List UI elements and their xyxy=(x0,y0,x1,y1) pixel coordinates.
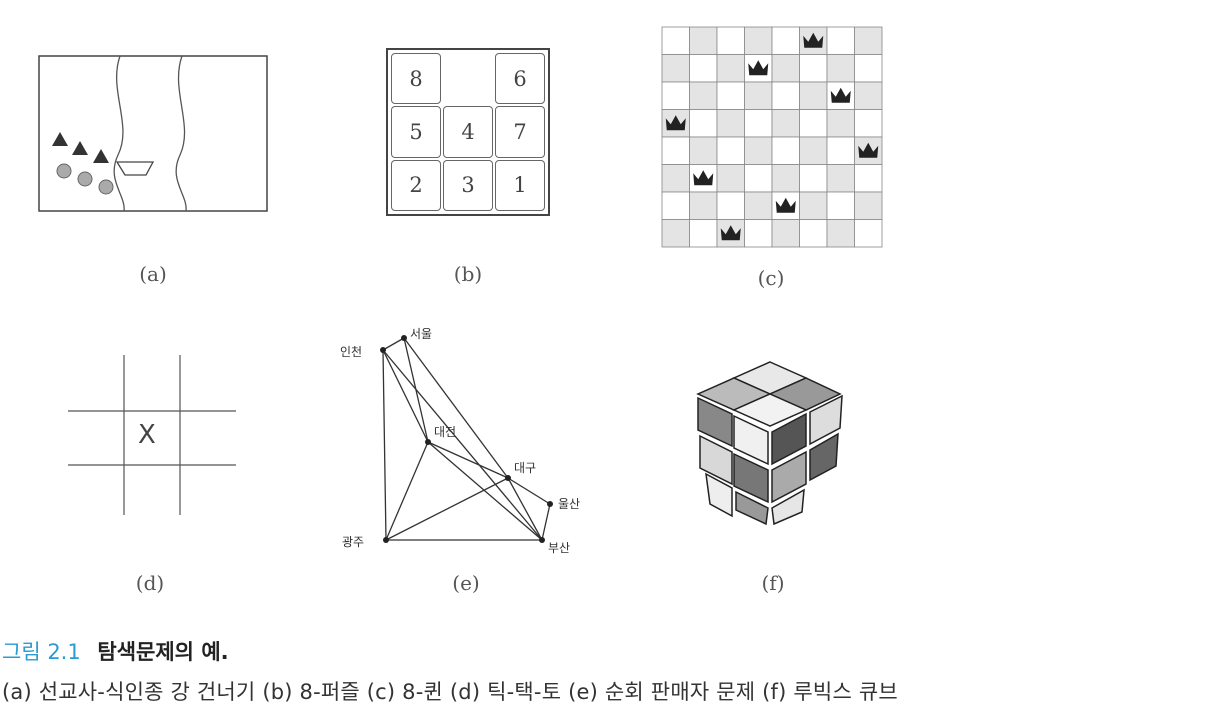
city-node xyxy=(539,537,545,543)
subfigure-label-a: (a) xyxy=(139,262,167,286)
subfigure-label-d: (d) xyxy=(135,571,165,595)
puzzle-tile: 8 xyxy=(391,53,441,105)
city-node xyxy=(380,347,386,353)
queen-icon xyxy=(748,60,769,76)
puzzle-tile: 5 xyxy=(391,106,441,158)
cannibal-icon xyxy=(56,163,72,179)
missionary-icon xyxy=(93,149,109,163)
subfigure-label-f: (f) xyxy=(761,571,785,595)
city-label-gwangju: 광주 xyxy=(342,535,364,549)
subfigure-label-b: (b) xyxy=(453,262,483,286)
cannibal-icon xyxy=(77,171,93,187)
rubiks-cube-image xyxy=(696,361,843,526)
tic-tac-toe-grid xyxy=(68,355,236,515)
puzzle-blank xyxy=(443,53,493,104)
city-label-ulsan: 울산 xyxy=(558,497,580,511)
river-crossing-figure xyxy=(38,55,268,212)
city-node xyxy=(383,537,389,543)
eight-queens-board xyxy=(661,26,883,248)
figure-caption-title: 그림 2.1 탐색문제의 예. xyxy=(2,636,229,666)
city-label-daegu: 대구 xyxy=(514,461,536,475)
puzzle-tile: 6 xyxy=(495,53,545,105)
city-label-seoul: 서울 xyxy=(410,327,432,341)
city-label-daejeon: 대전 xyxy=(434,425,456,439)
missionary-icon xyxy=(52,132,68,146)
subfigure-label-e: (e) xyxy=(452,571,480,595)
subfigure-label-c: (c) xyxy=(757,266,785,290)
city-node xyxy=(547,501,553,507)
city-label-busan: 부산 xyxy=(548,541,570,555)
figure-number: 그림 2.1 xyxy=(2,640,81,664)
queen-icon xyxy=(803,32,824,48)
queen-icon xyxy=(775,197,796,213)
tsp-graph: 인천 서울 대전 대구 울산 부산 광주 xyxy=(340,327,580,555)
queen-icon xyxy=(693,170,714,186)
queen-icon xyxy=(830,87,851,103)
figure-caption-description: (a) 선교사-식인종 강 건너기 (b) 8-퍼즐 (c) 8-퀸 (d) 틱… xyxy=(2,680,898,704)
puzzle-tile: 3 xyxy=(443,159,493,211)
queen-icon xyxy=(665,115,686,131)
puzzle-tile: 7 xyxy=(495,106,545,158)
puzzle-tile: 1 xyxy=(495,159,545,211)
city-node xyxy=(401,335,407,341)
puzzle-tile: 4 xyxy=(443,106,493,158)
eight-puzzle-board: 8 6 5 4 7 2 3 1 xyxy=(386,48,550,216)
puzzle-tile: 2 xyxy=(391,159,441,211)
cannibal-icon xyxy=(98,179,114,195)
city-node xyxy=(505,475,511,481)
missionary-icon xyxy=(72,141,88,155)
city-node xyxy=(425,439,431,445)
boat-icon xyxy=(115,161,155,176)
figure-title: 탐색문제의 예. xyxy=(97,640,229,664)
x-mark: X xyxy=(138,420,156,450)
queen-icon xyxy=(720,225,741,241)
city-label-incheon: 인천 xyxy=(340,344,362,359)
queen-icon xyxy=(858,142,879,158)
